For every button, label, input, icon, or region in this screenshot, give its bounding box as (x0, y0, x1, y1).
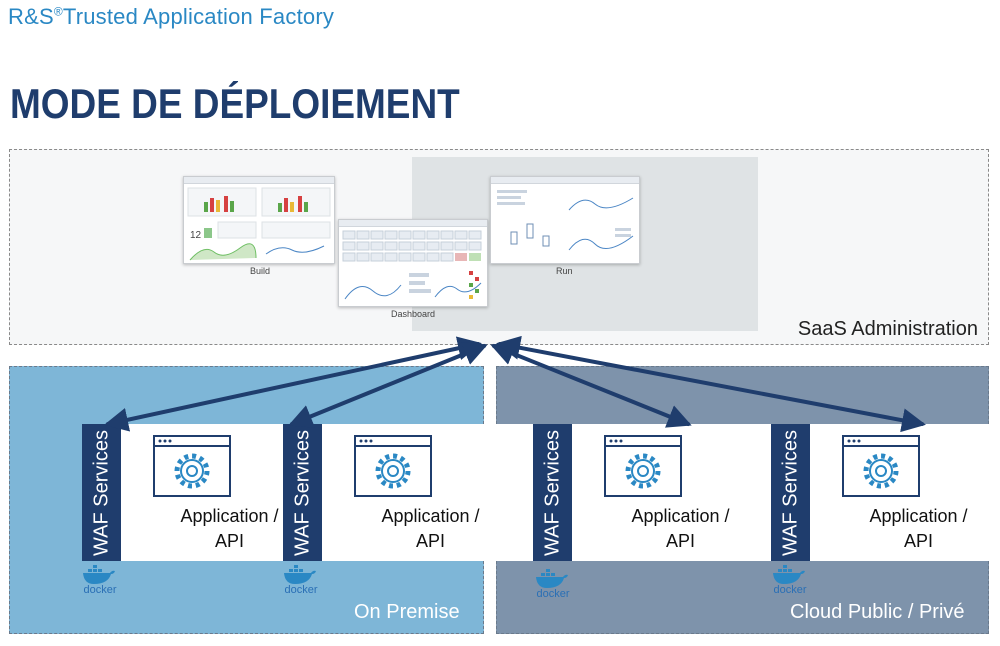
build-caption: Build (250, 266, 271, 276)
build-dashboard-preview: 12 (187, 187, 331, 261)
docker-whale-icon (536, 569, 568, 588)
run-preview (497, 190, 634, 251)
application-gear-icon (842, 435, 920, 497)
run-caption: Run (556, 266, 573, 276)
application-api-label: Application / API (121, 504, 338, 554)
waf-services-band: WAF Services (533, 424, 572, 561)
application-gear-icon (354, 435, 432, 497)
waf-services-band: WAF Services (283, 424, 322, 561)
build-kpi-value: 12 (190, 230, 202, 241)
app-label-line1: Application / (180, 506, 279, 526)
waf-app-card: WAF Services Application / API (533, 424, 789, 561)
saas-administration-label: SaaS Administration (797, 318, 978, 340)
application-gear-icon (604, 435, 682, 497)
run-screenshot (490, 176, 640, 264)
app-label-line1: Application / (631, 506, 730, 526)
brand-registered-mark: ® (53, 4, 63, 19)
docker-label: docker (284, 584, 318, 596)
dashboard-preview (342, 230, 482, 300)
application-api-label: Application / API (810, 504, 1000, 554)
application-api-label: Application / API (572, 504, 789, 554)
brand-main: R&S (8, 4, 54, 29)
docker-label: docker (536, 588, 570, 600)
waf-services-label: WAF Services (90, 429, 112, 556)
waf-app-card: WAF Services Application / API (771, 424, 1000, 561)
app-label-line1: Application / (381, 506, 480, 526)
docker-logo: docker (281, 564, 321, 596)
docker-logo: docker (80, 564, 120, 596)
build-screenshot: 12 (183, 176, 335, 264)
docker-label: docker (773, 584, 807, 596)
page-title: MODE DE DÉPLOIEMENT (10, 80, 460, 127)
docker-logo: docker (770, 564, 810, 596)
waf-services-label: WAF Services (779, 429, 801, 556)
on-premise-label: On Premise (354, 601, 460, 623)
app-label-line2: API (415, 531, 445, 551)
docker-whale-icon (83, 565, 115, 584)
app-label-line2: API (214, 531, 244, 551)
app-label-line2: API (903, 531, 933, 551)
cloud-label: Cloud Public / Privé (790, 601, 965, 623)
dashboard-caption: Dashboard (391, 309, 436, 319)
docker-whale-icon (773, 565, 805, 584)
dashboard-screenshot (338, 219, 488, 307)
application-gear-icon (153, 435, 231, 497)
app-label-line2: API (665, 531, 695, 551)
waf-services-band: WAF Services (771, 424, 810, 561)
brand-rest: Trusted Application Factory (62, 4, 335, 29)
docker-whale-icon (284, 565, 316, 584)
waf-app-card: WAF Services Application / API (283, 424, 539, 561)
docker-label: docker (83, 584, 117, 596)
app-label-line1: Application / (869, 506, 968, 526)
waf-services-label: WAF Services (541, 429, 563, 556)
waf-services-band: WAF Services (82, 424, 121, 561)
brand-name: R&S®Trusted Application Factory (8, 4, 334, 30)
docker-logo: docker (533, 568, 573, 600)
application-api-label: Application / API (322, 504, 539, 554)
waf-services-label: WAF Services (291, 429, 313, 556)
